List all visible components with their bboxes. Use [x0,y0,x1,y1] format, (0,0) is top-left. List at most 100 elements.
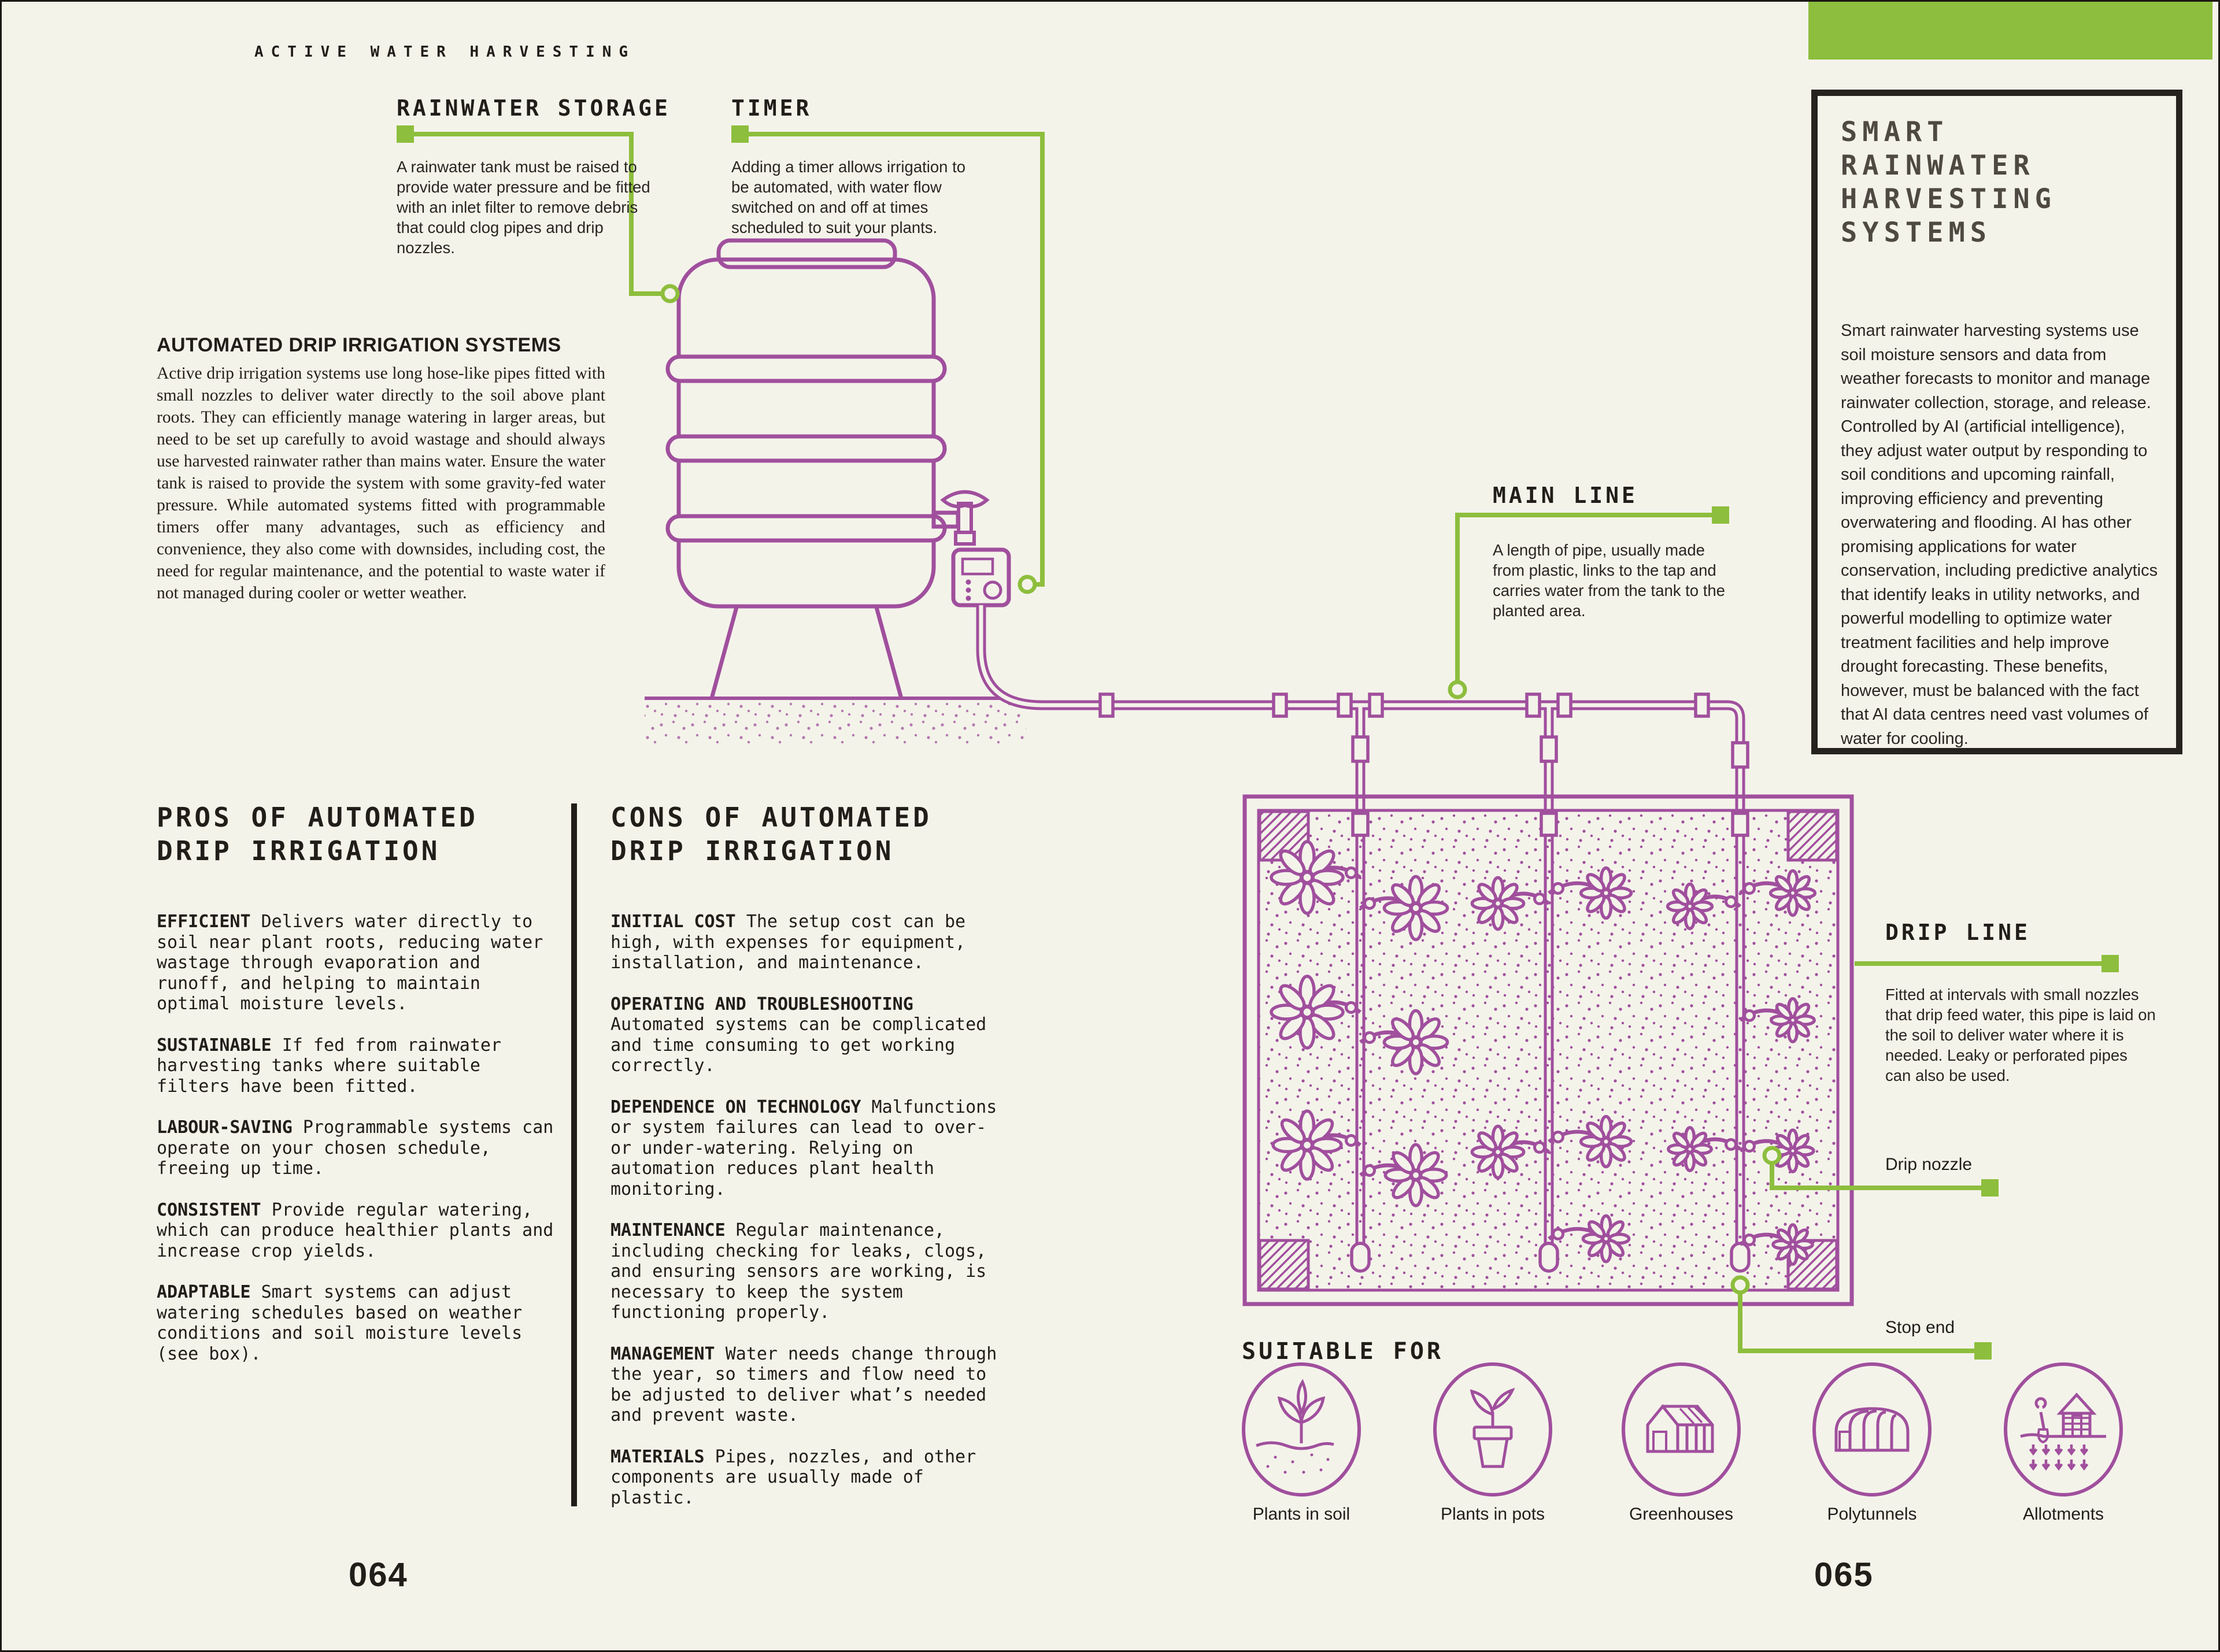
cons-item: MAINTENANCE Regular maintenance, includi… [610,1220,1011,1323]
smart-box-body: Smart rainwater harvesting systems use s… [1841,321,2158,748]
allotments-icon [2020,1392,2106,1469]
pros-item: LABOUR-SAVING Programmable systems can o… [157,1117,557,1179]
drip-line-title: DRIP LINE [1885,920,2030,945]
cons-item: MATERIALS Pipes, nozzles, and other comp… [610,1447,1011,1509]
icon-label-plants-in-soil: Plants in soil [1252,1505,1350,1524]
rainwater-storage-title: RAINWATER STORAGE [397,95,671,121]
page-kicker: ACTIVE WATER HARVESTING [254,43,636,61]
drip-line-body: Fitted at intervals with small nozzles t… [1885,986,2156,1084]
allotments-circle [2004,1362,2123,1497]
cons-text: Regular maintenance, including checking … [610,1220,987,1323]
water-tank-illustration [645,238,1011,700]
pros-keyword: SUSTAINABLE [157,1035,272,1055]
bed-plants [1271,842,1816,1265]
bed-soil [1257,809,1840,1292]
cons-list: INITIAL COST The setup cost can be high,… [610,912,1011,1508]
rainwater-storage-annotation: RAINWATER STORAGE A rainwater tank must … [397,95,671,258]
page-number-left: 064 [349,1556,408,1594]
cons-item: OPERATING AND TROUBLESHOOTING Automated … [610,994,1011,1076]
tank-body [676,257,936,609]
smart-box-title: SMART RAINWATER HARVESTING SYSTEMS [1841,116,2056,249]
plants-in-soil-icon [1256,1379,1334,1474]
cons-keyword: MAINTENANCE [610,1220,726,1240]
main-line-title: MAIN LINE [1493,483,1638,508]
icon-label-allotments: Allotments [2022,1505,2104,1524]
pros-text: Provide regular watering, which can prod… [157,1199,554,1261]
cons-keyword: OPERATING AND TROUBLESHOOTING [610,994,913,1014]
cons-item: INITIAL COST The setup cost can be high,… [610,912,1011,973]
icon-label-polytunnels: Polytunnels [1827,1505,1917,1524]
timer-annotation: TIMER Adding a timer allows irrigation t… [731,95,986,238]
pipe-couplers [1098,692,1751,1273]
bed-corner-blocks [1258,810,1838,1291]
cons-text: The setup cost can be high, with expense… [610,912,966,973]
page-number-right: 065 [1814,1556,1874,1594]
timer-device [951,547,1011,608]
column-divider [571,803,577,1506]
stop-end-label: Stop end [1885,1318,1955,1337]
pros-keyword: EFFICIENT [157,912,251,932]
suitable-for-heading: SUITABLE FOR [1242,1338,1444,1365]
pros-text: Delivers water directly to soil near pla… [157,912,543,1014]
cons-text: Pipes, nozzles, and other components are… [610,1446,976,1508]
cons-text: Water needs change through the year, so … [610,1343,997,1426]
smart-rainwater-box: SMART RAINWATER HARVESTING SYSTEMS Smart… [1811,90,2182,754]
pros-text: Smart systems can adjust watering schedu… [157,1282,523,1364]
cons-keyword: INITIAL COST [610,912,736,932]
polytunnels-circle [1812,1362,1932,1497]
pros-keyword: ADAPTABLE [157,1282,251,1302]
cons-keyword: MANAGEMENT [610,1343,715,1364]
pros-keyword: CONSISTENT [157,1199,261,1220]
pros-section: PROS OF AUTOMATED DRIP IRRIGATION EFFICI… [157,801,557,1385]
intro-body: Active drip irrigation systems use long … [157,364,605,602]
pipe-network [976,605,1745,1244]
cons-heading: CONS OF AUTOMATED DRIP IRRIGATION [610,802,932,866]
stop-end-cap [1538,1242,1559,1273]
cons-item: DEPENDENCE ON TECHNOLOGY Malfunctions or… [610,1097,1011,1200]
tank-stand [709,605,904,699]
cons-text: Malfunctions or system failures can lead… [610,1097,997,1199]
tap-handle [940,490,990,509]
timer-title: TIMER [731,95,812,121]
bed-outer-frame [1242,794,1854,1306]
intro-heading: AUTOMATED DRIP IRRIGATION SYSTEMS [157,334,561,356]
pros-heading: PROS OF AUTOMATED DRIP IRRIGATION [157,802,478,866]
pros-item: EFFICIENT Delivers water directly to soi… [157,912,557,1014]
pros-item: CONSISTENT Provide regular watering, whi… [157,1200,557,1262]
cons-keyword: DEPENDENCE ON TECHNOLOGY [610,1097,861,1117]
drip-line-annotation: DRIP LINE Fitted at intervals with small… [1885,920,2157,1086]
rainwater-storage-body: A rainwater tank must be raised to provi… [397,158,650,257]
pros-text: If fed from rainwater harvesting tanks w… [157,1035,502,1097]
intro-section: AUTOMATED DRIP IRRIGATION SYSTEMS Active… [157,334,605,604]
drip-nozzle-label: Drip nozzle [1885,1155,1973,1174]
suitable-for-icons [1242,1362,2123,1497]
pros-text: Programmable systems can operate on your… [157,1117,554,1179]
pros-keyword: LABOUR-SAVING [157,1117,293,1138]
tank-lid [716,238,897,269]
ground-speckle [645,702,1026,744]
cons-keyword: MATERIALS [610,1446,705,1467]
cons-text: Automated systems can be complicated and… [610,1014,987,1076]
cons-section: CONS OF AUTOMATED DRIP IRRIGATION INITIA… [610,801,1011,1529]
stop-end-cap [1350,1242,1371,1273]
pros-item: SUSTAINABLE If fed from rainwater harves… [157,1035,557,1097]
greenhouses-circle [1622,1362,1741,1497]
stop-end-cap [1730,1242,1751,1273]
main-line-pipe [976,605,1745,1244]
greenhouses-icon [1646,1404,1714,1453]
pros-item: ADAPTABLE Smart systems can adjust water… [157,1282,557,1364]
plants-in-soil-circle [1242,1362,1361,1497]
plants-in-pots-circle [1433,1362,1552,1497]
pros-list: EFFICIENT Delivers water directly to soi… [157,912,557,1364]
icon-label-plants-in-pots: Plants in pots [1440,1505,1545,1524]
timer-body: Adding a timer allows irrigation to be a… [731,158,966,236]
main-line-annotation: MAIN LINE A length of pipe, usually made… [1493,483,1736,621]
icon-label-greenhouses: Greenhouses [1629,1505,1734,1524]
plants-in-pots-icon [1470,1387,1515,1468]
polytunnels-icon [1834,1407,1910,1452]
cons-item: MANAGEMENT Water needs change through th… [610,1344,1011,1426]
raised-bed-illustration [1242,794,1854,1306]
tank-outlet [931,510,960,529]
main-line-body: A length of pipe, usually made from plas… [1493,541,1725,620]
